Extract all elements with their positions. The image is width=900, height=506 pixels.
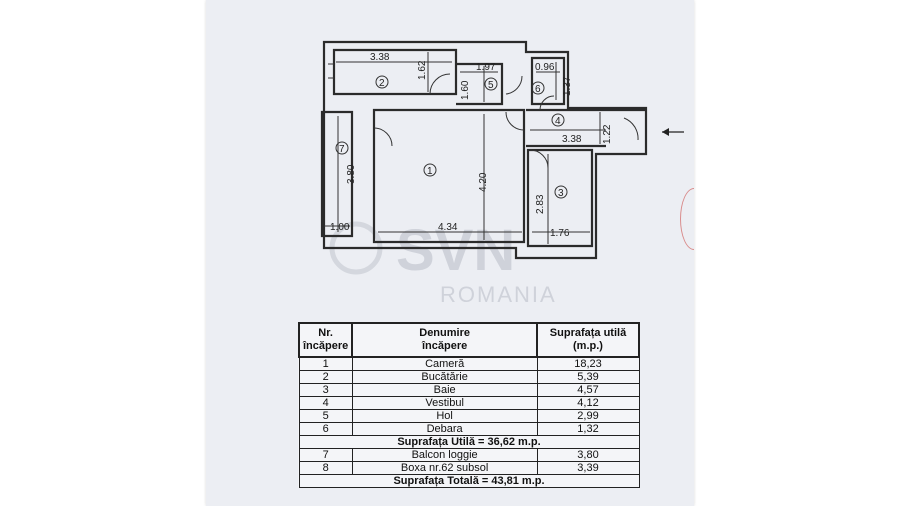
header-room-name: Denumire încăpere [351,322,538,358]
grand-total: Suprafața Totală = 43,81 m.p. [298,474,640,488]
table-row: 7 Balcon loggie 3,80 [298,448,640,462]
arrow-left-icon [662,128,684,136]
dim-balcony-length: 3.80 [346,164,357,184]
table-row: 2 Bucătărie 5,39 [298,370,640,384]
area-table-container: Nr. încăpere Denumire încăpere Suprafața… [297,322,640,488]
watermark-logo: SVN [396,218,515,283]
floor-plan: SVN ROMANIA [320,40,684,307]
watermark-subtitle: ROMANIA [440,282,557,307]
table-row: 5 Hol 2,99 [298,409,640,423]
dim-vestibul-depth: 1.22 [602,124,613,144]
header-useful-area: Suprafața utilă (m.p.) [536,322,640,358]
header-room-number: Nr. încăpere [297,322,354,358]
room-label-5: 5 [488,80,494,91]
dim-hol-width: 1.97 [476,62,496,73]
dimension-lines [324,52,606,244]
document-page: SVN ROMANIA [206,0,694,506]
dim-room-depth: 4.20 [478,172,489,192]
room-label-4: 4 [555,116,561,127]
table-row: 3 Baie 4,57 [298,383,640,397]
dim-kitchen-depth: 1.62 [417,60,428,80]
room-label-1: 1 [427,166,433,177]
dim-debara-width: 0.96 [535,62,555,73]
table-row: 6 Debara 1,32 [298,422,640,436]
dim-debara-depth: 1.37 [562,76,573,96]
table-row: 1 Cameră 18,23 [298,356,640,371]
dim-room-width: 4.34 [438,222,458,233]
dim-bath-depth: 2.83 [535,194,546,214]
room-label-2: 2 [379,78,385,89]
doors [328,63,639,169]
dim-balcony-width: 1.00 [330,222,350,233]
dim-kitchen-width: 3.38 [370,52,390,63]
table-row: 4 Vestibul 4,12 [298,396,640,410]
dim-hol-depth: 1.60 [460,80,471,100]
area-table: Nr. încăpere Denumire încăpere Suprafața… [297,322,640,488]
room-label-6: 6 [535,84,541,95]
room-label-7: 7 [339,144,345,155]
room-label-3: 3 [558,188,564,199]
useful-total: Suprafața Utilă = 36,62 m.p. [298,435,640,449]
dim-vestibul-width: 3.38 [562,134,582,145]
dim-bath-width: 1.76 [550,228,570,239]
table-row: 8 Boxa nr.62 subsol 3,39 [298,461,640,475]
watermark: SVN ROMANIA [329,218,557,307]
grand-total-row: Suprafața Totală = 43,81 m.p. [298,474,640,488]
useful-total-row: Suprafața Utilă = 36,62 m.p. [298,435,640,449]
